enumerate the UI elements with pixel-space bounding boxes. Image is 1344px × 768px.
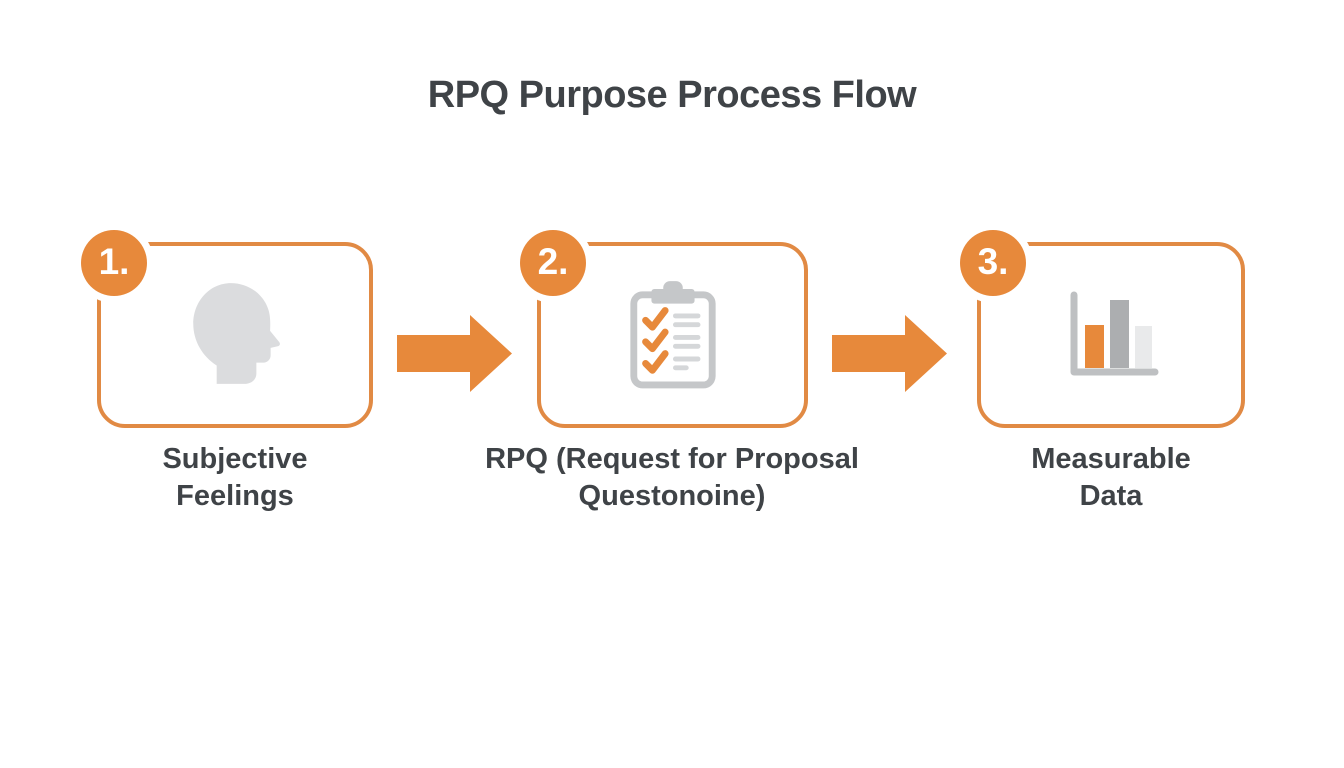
step-label-line: Feelings [176,480,294,512]
step-number-badge-3: 3. [960,230,1026,296]
step-label-line: Questonoine) [578,480,766,512]
clipboard-checklist-icon [629,281,716,389]
step-box-subjective-feelings [97,242,373,428]
step-number-badge-2: 2. [520,230,586,296]
step-label-line: RPQ (Request for Proposal [485,443,859,475]
bar-light-gray [1135,326,1152,368]
step-number-3: 3. [977,241,1009,282]
flow-arrow-1-right-icon [397,315,512,392]
bar-orange [1085,325,1104,368]
step-label-line: Subjective [162,443,308,475]
step-number-1: 1. [98,241,130,282]
head-silhouette-icon [193,283,280,384]
step-number-2: 2. [537,241,569,282]
bar-chart-icon [1070,291,1159,376]
step-number-badge-1: 1. [81,230,147,296]
step-label-measurable-data: Measurable Data [931,441,1291,515]
step-label-line: Measurable [1031,443,1191,475]
flow-arrow-2-right-icon [832,315,947,392]
diagram-title: RPQ Purpose Process Flow [427,74,917,116]
step-label-line: Data [1079,480,1143,512]
step-label-rpq-questionnaire: RPQ (Request for Proposal Questonoine) [447,441,897,515]
step-label-subjective-feelings: Subjective Feelings [55,441,415,515]
bar-gray [1110,300,1129,368]
step-box-measurable-data [977,242,1245,428]
